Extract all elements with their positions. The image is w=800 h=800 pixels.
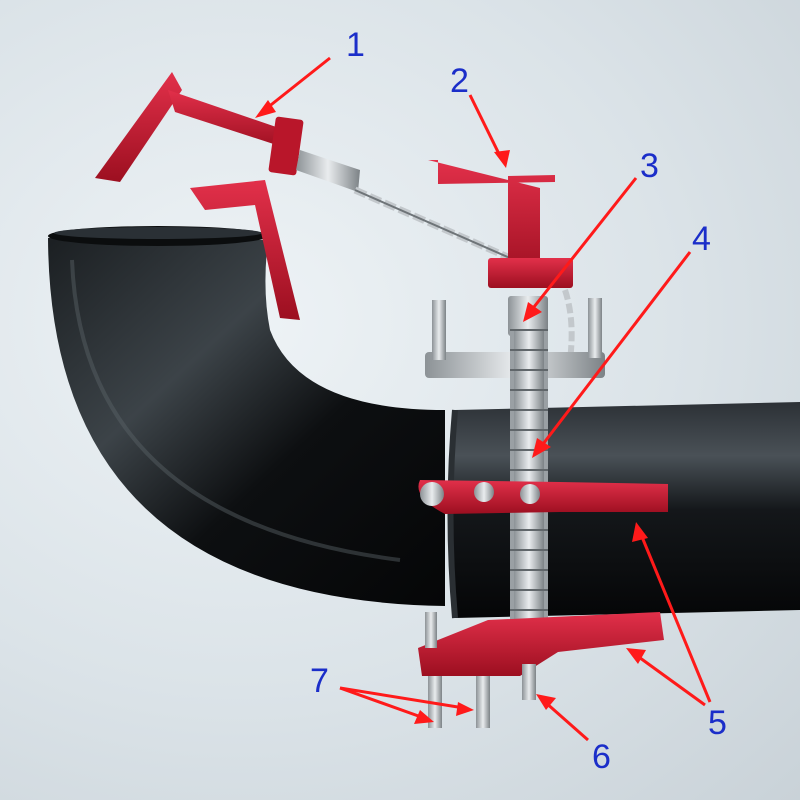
upper-alignment-jack <box>95 72 360 320</box>
callout-label-4: 4 <box>692 220 711 258</box>
arrowhead-6 <box>536 694 556 710</box>
callout-arrows <box>255 56 712 742</box>
callout-label-6: 6 <box>592 738 611 776</box>
arrowhead-2 <box>494 150 510 168</box>
arrowhead-7b <box>456 702 474 716</box>
arrow-5a <box>638 531 712 703</box>
callout-labels: 1 2 3 4 5 6 7 <box>310 26 727 776</box>
arrowhead-5a <box>632 522 648 542</box>
arrow-7b <box>339 686 465 710</box>
arrow-2 <box>468 94 504 161</box>
arrow-6 <box>544 700 589 742</box>
arrowhead-1 <box>255 100 276 118</box>
lower-clamp-base <box>418 612 664 728</box>
arrowhead-5b <box>626 648 646 664</box>
callout-label-2: 2 <box>450 62 469 100</box>
arrowhead-3 <box>523 302 542 322</box>
arrow-4 <box>538 251 692 449</box>
arrow-7a <box>339 686 425 720</box>
arrow-3 <box>528 177 638 313</box>
arrow-1 <box>261 56 331 114</box>
arrowhead-4 <box>532 438 551 458</box>
arrow-5b <box>635 653 706 707</box>
elbow-pipe <box>48 226 445 606</box>
callout-label-3: 3 <box>640 147 659 185</box>
callout-label-7: 7 <box>310 662 329 700</box>
middle-clamp-bar <box>418 480 668 514</box>
callout-label-5: 5 <box>708 704 727 742</box>
arrowhead-7a <box>414 710 434 724</box>
callout-label-1: 1 <box>346 26 365 64</box>
